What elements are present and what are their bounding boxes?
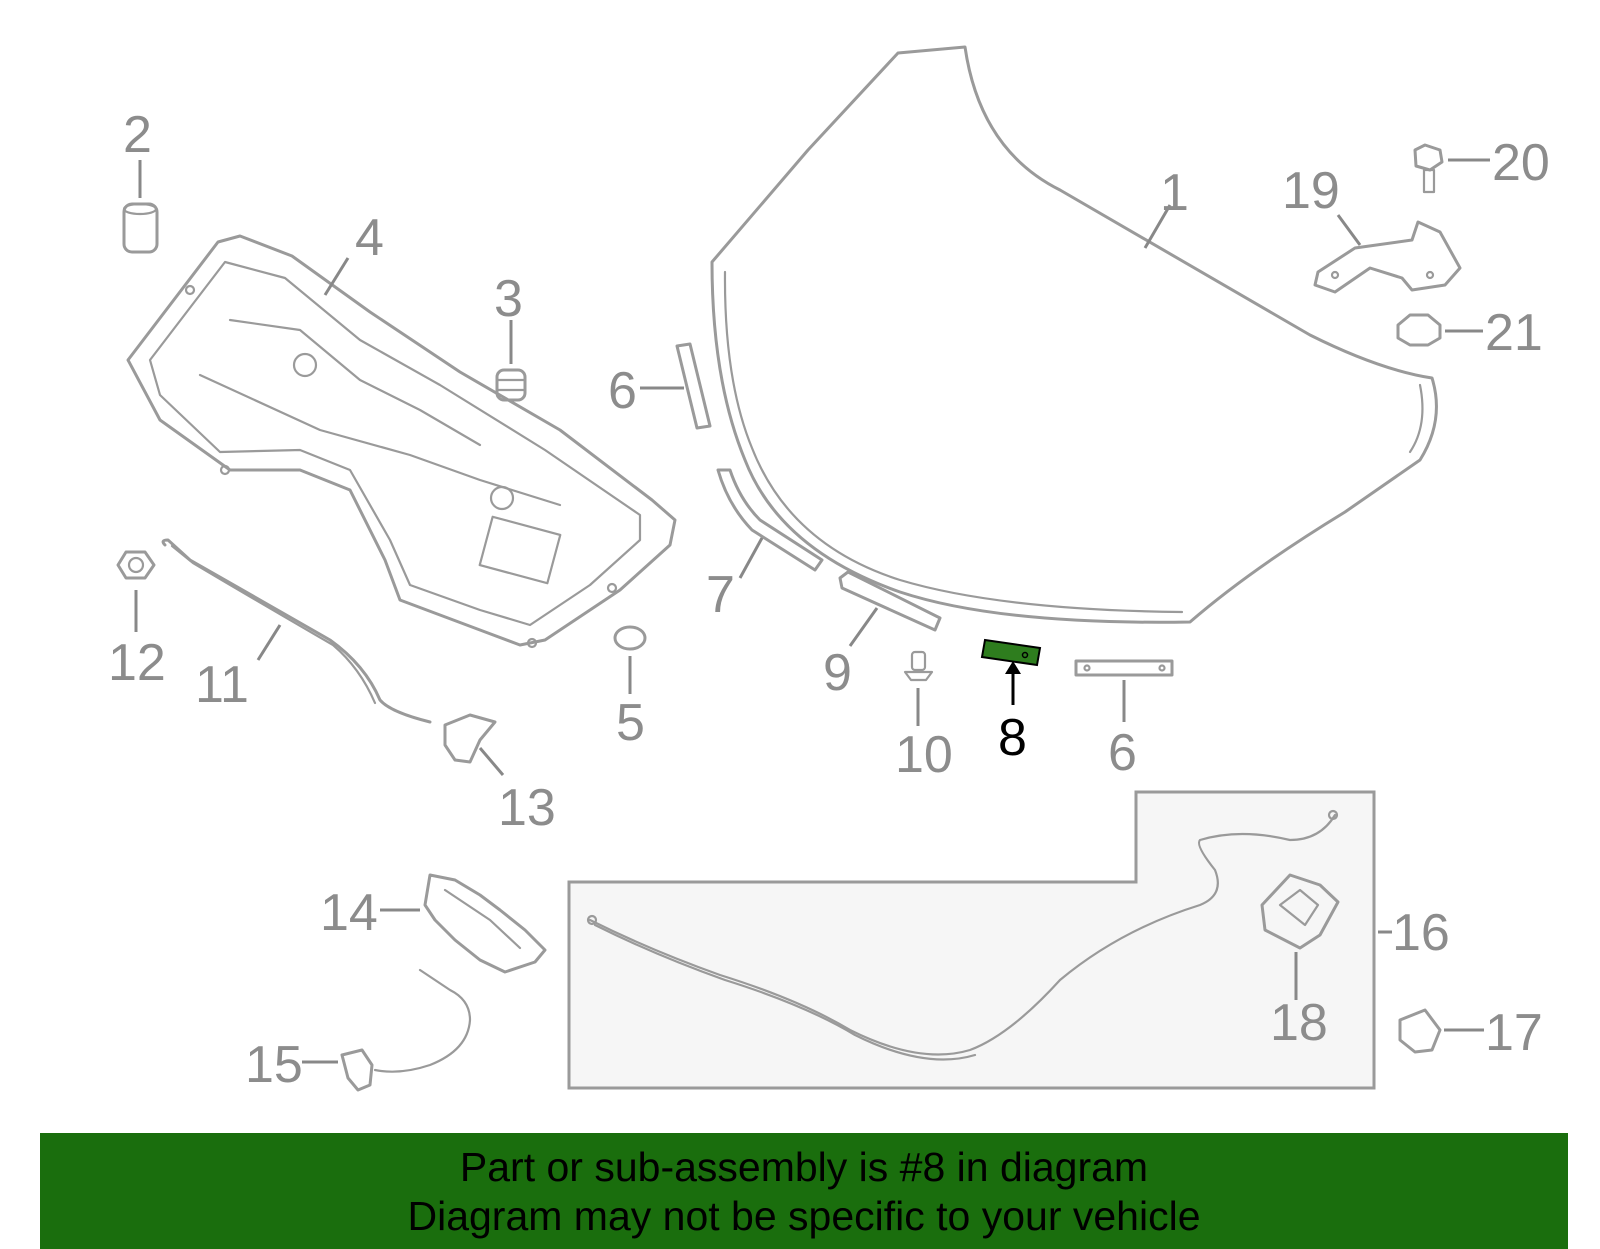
arrow-8-head <box>1005 661 1021 674</box>
callout-11[interactable]: 11 <box>195 656 249 714</box>
callout-12[interactable]: 12 <box>108 634 166 692</box>
part-4-inner-panel[interactable] <box>126 234 677 649</box>
part-19-hinge[interactable] <box>1313 220 1462 294</box>
part-16-release-cable-assembly[interactable] <box>567 790 1376 1090</box>
part-8-seal-highlighted[interactable] <box>980 638 1042 667</box>
callout-4[interactable]: 4 <box>355 209 384 267</box>
part-6-seal-left[interactable] <box>675 342 712 430</box>
part-1-hood[interactable] <box>710 45 1438 624</box>
part-13-bracket[interactable] <box>443 713 497 764</box>
callout-15[interactable]: 15 <box>245 1036 303 1094</box>
part-20-bolt[interactable] <box>1413 143 1444 194</box>
callout-16[interactable]: 16 <box>1392 904 1450 962</box>
callout-9[interactable]: 9 <box>823 644 852 702</box>
callout-14[interactable]: 14 <box>320 884 378 942</box>
callout-10[interactable]: 10 <box>895 726 953 784</box>
callout-13[interactable]: 13 <box>498 779 556 837</box>
info-banner: Part or sub-assembly is #8 in diagram Di… <box>40 1133 1568 1249</box>
banner-line-2: Diagram may not be specific to your vehi… <box>407 1193 1201 1239</box>
arrow-19 <box>1336 214 1362 246</box>
callout-5[interactable]: 5 <box>616 694 645 752</box>
part-18-release-handle[interactable] <box>1260 873 1340 950</box>
part-15-cable[interactable] <box>340 968 472 1092</box>
callout-18[interactable]: 18 <box>1270 994 1328 1052</box>
arrow-7 <box>738 537 764 579</box>
part-6-seal-right[interactable] <box>1074 659 1174 677</box>
part-7-seal[interactable] <box>716 468 824 572</box>
callout-19[interactable]: 19 <box>1282 162 1340 220</box>
banner-line-1: Part or sub-assembly is #8 in diagram <box>459 1144 1149 1190</box>
callout-21[interactable]: 21 <box>1485 304 1543 362</box>
part-9-seal[interactable] <box>838 570 942 632</box>
arrow-4 <box>323 257 350 296</box>
callout-8[interactable]: 8 <box>998 709 1027 767</box>
part-17-clip[interactable] <box>1398 1008 1442 1054</box>
part-11-prop-rod[interactable] <box>161 538 432 724</box>
callout-20[interactable]: 20 <box>1492 134 1550 192</box>
callout-2[interactable]: 2 <box>123 106 152 164</box>
part-14-latch[interactable] <box>423 873 547 974</box>
callout-17[interactable]: 17 <box>1485 1004 1543 1062</box>
part-12-nut[interactable] <box>116 550 156 580</box>
callout-6b[interactable]: 6 <box>1108 724 1137 782</box>
part-10-clip[interactable] <box>903 650 934 682</box>
callout-7[interactable]: 7 <box>706 566 735 624</box>
part-21-nut[interactable] <box>1396 313 1442 347</box>
arrow-11 <box>256 624 282 661</box>
arrow-9 <box>848 607 879 647</box>
part-5-grommet[interactable] <box>613 625 647 651</box>
part-2-bumper[interactable] <box>122 202 159 254</box>
arrow-13 <box>478 747 505 776</box>
callout-1[interactable]: 1 <box>1160 164 1189 222</box>
callout-3[interactable]: 3 <box>494 270 523 328</box>
arrow-1 <box>1143 204 1172 249</box>
callout-6a[interactable]: 6 <box>608 362 637 420</box>
